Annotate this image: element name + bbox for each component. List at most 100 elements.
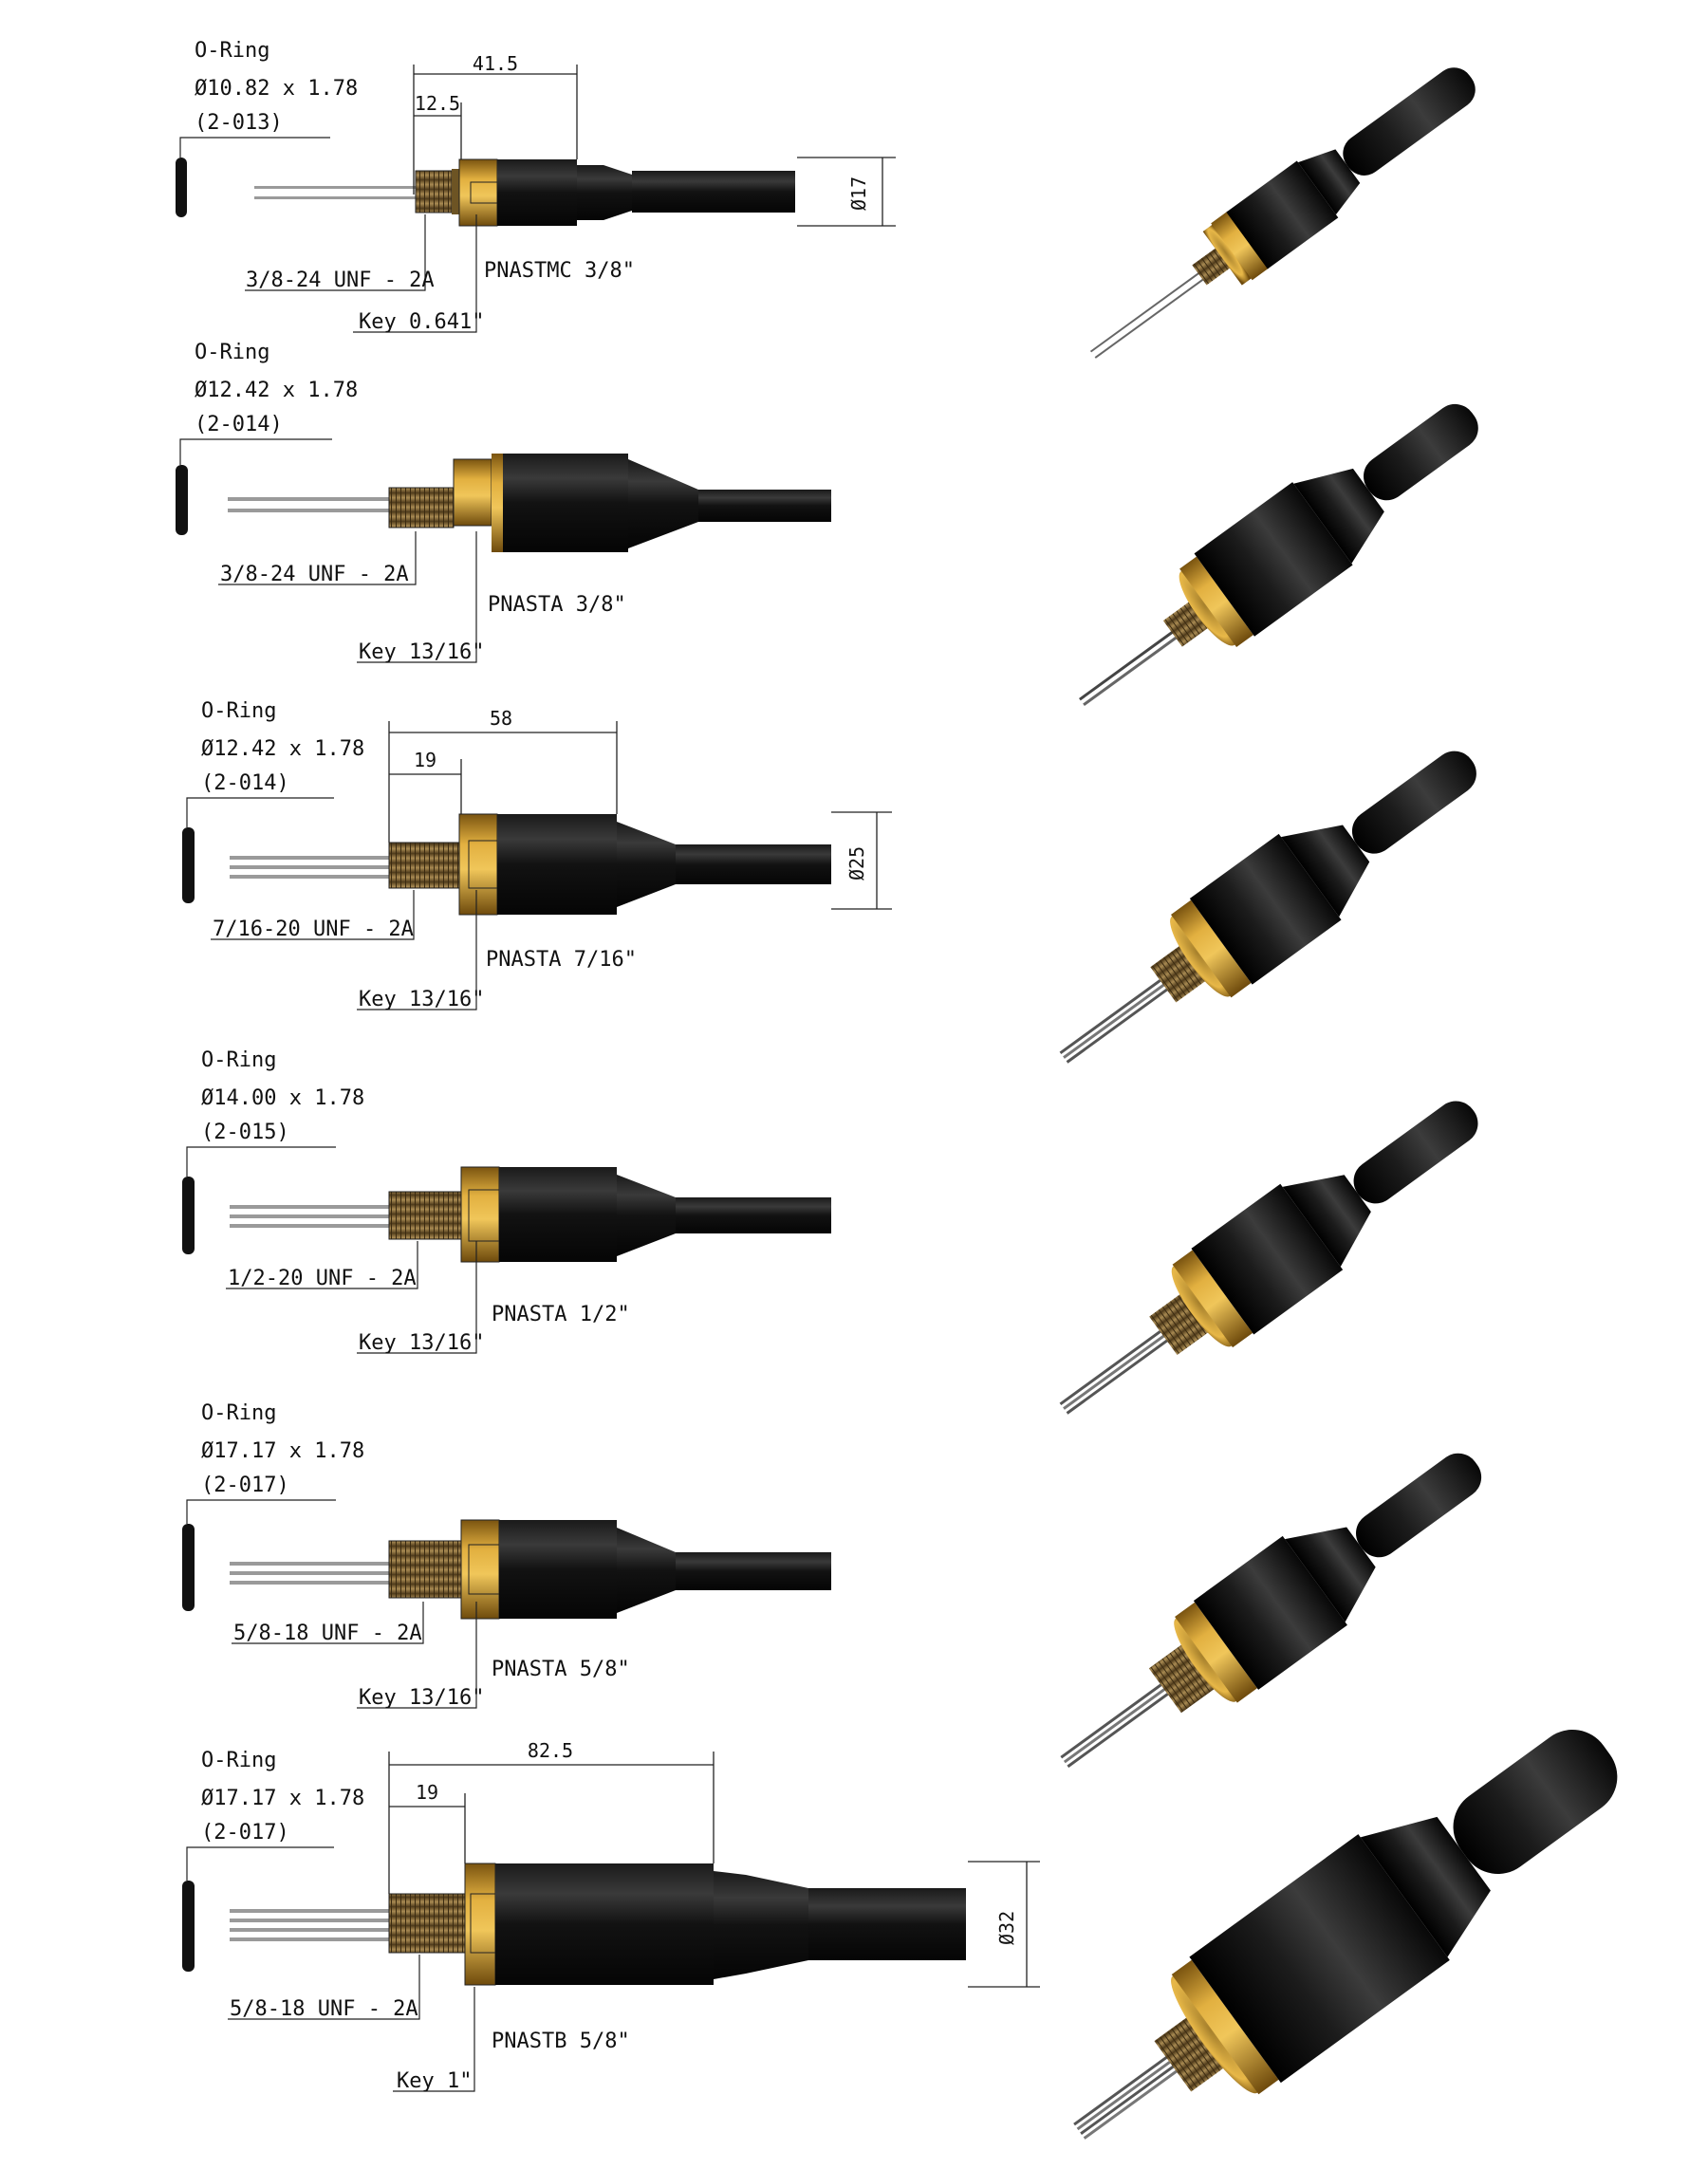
thread-leader bbox=[218, 531, 417, 585]
key-size: Key 13/16" bbox=[359, 640, 484, 664]
oring-size: Ø14.00 x 1.78 bbox=[201, 1086, 364, 1110]
key-size: Key 13/16" bbox=[359, 1686, 484, 1710]
dimension-overall-length: 58 bbox=[490, 707, 512, 730]
thread-section bbox=[388, 842, 460, 889]
model-name: PNASTA 7/16" bbox=[486, 948, 637, 972]
oring-leader bbox=[186, 1146, 336, 1177]
dimension-nut-length: 19 bbox=[414, 749, 436, 771]
brass-hex-nut bbox=[453, 458, 492, 527]
cable bbox=[676, 844, 831, 884]
molded-body bbox=[495, 1863, 714, 1985]
oring-code: (2-017) bbox=[201, 1474, 289, 1497]
connector-side-view bbox=[230, 1863, 966, 1986]
wire bbox=[254, 186, 416, 189]
thread-shoulder bbox=[452, 169, 459, 214]
body-taper bbox=[617, 1175, 676, 1256]
key-size: Key 13/16" bbox=[359, 1331, 484, 1355]
brass-hex-nut bbox=[464, 1863, 496, 1986]
brass-hex-nut bbox=[458, 813, 498, 916]
connector-row-4: O-Ring Ø14.00 x 1.78 (2-015) 1/2-20 UNF … bbox=[182, 1048, 831, 1355]
molded-body bbox=[497, 814, 617, 915]
model-name: PNASTA 5/8" bbox=[492, 1658, 630, 1681]
thread-spec: 3/8-24 UNF - 2A bbox=[246, 269, 435, 292]
connector-row-3: O-Ring Ø12.42 x 1.78 (2-014) 58 19 bbox=[182, 699, 892, 1011]
connector-render-4 bbox=[1059, 1101, 1478, 1415]
connector-side-view bbox=[254, 158, 795, 227]
oring-section bbox=[182, 1177, 195, 1254]
thread-leader bbox=[211, 890, 415, 940]
molded-body bbox=[499, 1520, 617, 1619]
thread-leader bbox=[232, 1602, 424, 1644]
body-taper bbox=[617, 1528, 676, 1613]
oring-size: Ø12.42 x 1.78 bbox=[195, 379, 358, 402]
connector-render-1 bbox=[1089, 67, 1476, 359]
cable bbox=[808, 1888, 966, 1960]
connector-side-view bbox=[230, 1166, 831, 1263]
body-taper bbox=[577, 165, 632, 220]
oring-section bbox=[182, 1881, 195, 1972]
oring-size: Ø12.42 x 1.78 bbox=[201, 737, 364, 761]
oring-section bbox=[176, 158, 187, 217]
dimension-nut-length: 19 bbox=[416, 1781, 438, 1804]
model-name: PNASTA 1/2" bbox=[492, 1303, 630, 1326]
key-leader bbox=[357, 890, 477, 1010]
dimension-overall-length: 82.5 bbox=[528, 1739, 573, 1762]
oring-size: Ø17.17 x 1.78 bbox=[201, 1439, 364, 1463]
thread-section bbox=[388, 1191, 462, 1240]
dimension-diameter: Ø32 bbox=[995, 1911, 1018, 1945]
thread-spec: 5/8-18 UNF - 2A bbox=[233, 1622, 422, 1645]
oring-leader bbox=[179, 438, 332, 465]
thread-leader bbox=[226, 1241, 418, 1289]
brass-hex-nut bbox=[460, 1519, 500, 1620]
thread-spec: 1/2-20 UNF - 2A bbox=[228, 1267, 417, 1290]
connector-row-2: O-Ring Ø12.42 x 1.78 (2-014) 3/8-24 UNF … bbox=[176, 341, 831, 664]
connector-row-6: O-Ring Ø17.17 x 1.78 (2-017) 82.5 19 bbox=[182, 1739, 1040, 2093]
key-size: Key 13/16" bbox=[359, 988, 484, 1011]
brass-hex-nut bbox=[460, 1166, 500, 1263]
molded-body bbox=[497, 159, 577, 226]
oring-title: O-Ring bbox=[201, 1401, 276, 1425]
key-leader bbox=[393, 1987, 475, 2092]
oring-leader bbox=[186, 1499, 336, 1524]
cable bbox=[676, 1197, 831, 1233]
connector-row-5: O-Ring Ø17.17 x 1.78 (2-017) 5/8-18 UNF … bbox=[182, 1401, 831, 1710]
oring-title: O-Ring bbox=[201, 1048, 276, 1072]
connector-render-3 bbox=[1059, 751, 1476, 1064]
key-leader bbox=[357, 531, 477, 663]
dimension-diameter: Ø17 bbox=[847, 176, 870, 211]
thread-spec: 3/8-24 UNF - 2A bbox=[220, 563, 409, 586]
oring-code: (2-014) bbox=[195, 413, 283, 436]
oring-leader bbox=[186, 797, 334, 827]
cable bbox=[698, 490, 831, 522]
brass-collar bbox=[492, 454, 503, 552]
molded-body bbox=[499, 1167, 617, 1262]
key-leader bbox=[357, 1241, 477, 1354]
dimension-lines: 58 19 Ø25 bbox=[388, 707, 892, 910]
thread-leader bbox=[228, 1955, 420, 2020]
oring-code: (2-015) bbox=[201, 1121, 289, 1144]
model-name: PNASTMC 3/8" bbox=[484, 259, 635, 283]
dimension-diameter: Ø25 bbox=[845, 846, 868, 881]
oring-title: O-Ring bbox=[195, 39, 269, 63]
oring-section bbox=[182, 827, 195, 903]
oring-leader bbox=[186, 1846, 334, 1881]
thread-section bbox=[388, 1540, 462, 1599]
oring-title: O-Ring bbox=[201, 1749, 276, 1772]
body-taper bbox=[628, 459, 698, 548]
connector-render-6 bbox=[1073, 1729, 1618, 2140]
oring-section bbox=[176, 465, 188, 535]
cable bbox=[632, 171, 795, 213]
thread-section bbox=[388, 1893, 466, 1954]
oring-title: O-Ring bbox=[195, 341, 269, 364]
oring-title: O-Ring bbox=[201, 699, 276, 723]
key-size: Key 1" bbox=[397, 2069, 472, 2093]
dimension-nut-length: 12.5 bbox=[415, 92, 460, 115]
key-leader bbox=[357, 1602, 477, 1709]
oring-size: Ø17.17 x 1.78 bbox=[201, 1787, 364, 1810]
oring-code: (2-014) bbox=[201, 771, 289, 795]
connector-side-view bbox=[230, 813, 831, 916]
brass-hex-nut bbox=[458, 158, 498, 227]
dimension-lines: 41.5 12.5 Ø17 bbox=[413, 52, 896, 227]
body-taper bbox=[617, 822, 676, 907]
